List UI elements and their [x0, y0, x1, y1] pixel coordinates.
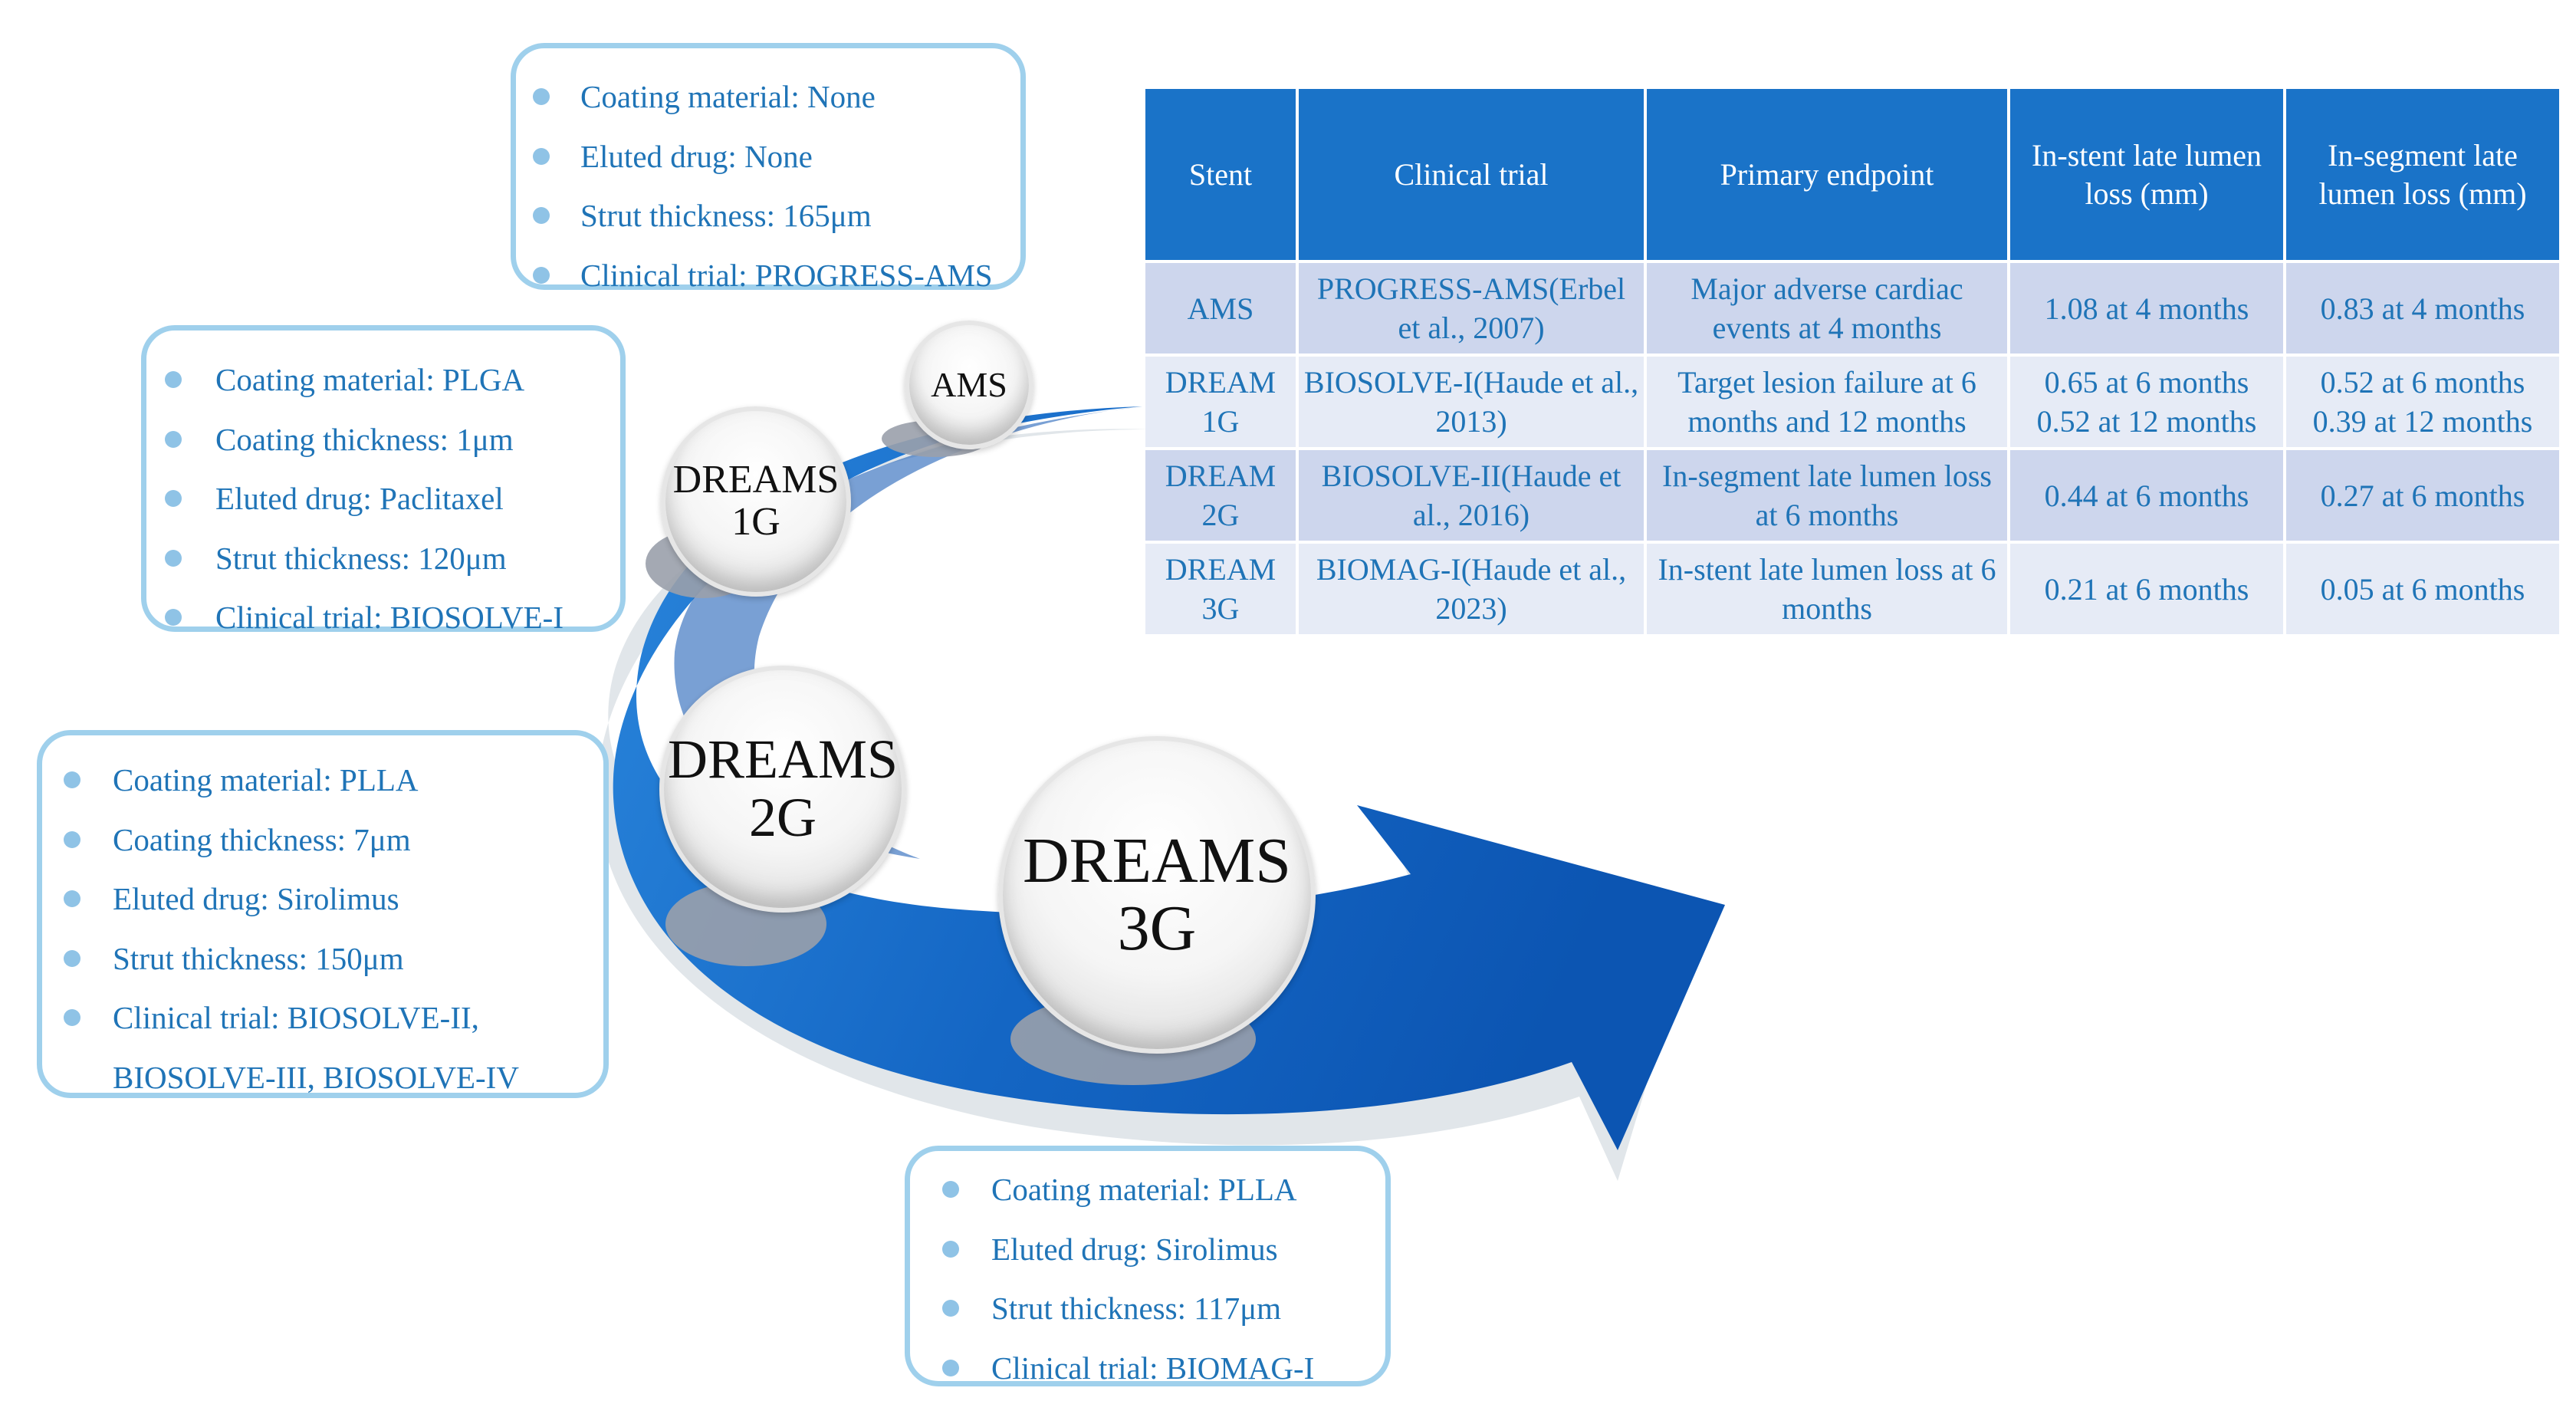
dreams2g-circle: DREAMS 2G [659, 666, 906, 913]
table-header-row: Stent Clinical trial Primary endpoint In… [1145, 89, 2559, 260]
ams-info-box: Coating material: None Eluted drug: None… [511, 43, 1026, 293]
header-primary-endpoint: Primary endpoint [1647, 89, 2007, 260]
dreams3g-circle: DREAMS 3G [998, 736, 1316, 1054]
table-row: AMS PROGRESS-AMS(Erbel et al., 2007) Maj… [1145, 263, 2559, 354]
table-cell: BIOSOLVE-I(Haude et al., 2013) [1299, 357, 1644, 447]
table-cell: 0.21 at 6 months [2010, 544, 2283, 634]
dreams2g-info-item: Coating material: PLLA [42, 751, 603, 811]
ams-circle-label: AMS [931, 364, 1007, 404]
table-cell: PROGRESS-AMS(Erbel et al., 2007) [1299, 263, 1644, 354]
bullet-dot [533, 207, 550, 224]
table-cell: 0.05 at 6 months [2286, 544, 2559, 634]
comparison-table: Stent Clinical trial Primary endpoint In… [1142, 86, 2562, 637]
dreams1g-info-box: Coating material: PLGA Coating thickness… [141, 325, 626, 635]
table-row: DREAM 3G BIOMAG-I(Haude et al., 2023) In… [1145, 544, 2559, 634]
ams-circle: AMS [905, 321, 1033, 449]
dreams3g-circle-label-1: DREAMS [1022, 824, 1292, 896]
bullet-dot [165, 490, 182, 507]
dreams1g-info-item: Coating material: PLGA [146, 350, 620, 410]
table-cell: DREAM 2G [1145, 450, 1296, 541]
ams-info-item: Clinical trial: PROGRESS-AMS [516, 246, 1020, 306]
bullet-dot [533, 88, 550, 105]
table-cell: AMS [1145, 263, 1296, 354]
table-cell: BIOSOLVE-II(Haude et al., 2016) [1299, 450, 1644, 541]
ams-info-item: Strut thickness: 165μm [516, 186, 1020, 246]
bullet-dot [942, 1240, 959, 1258]
table-cell: In-stent late lumen loss at 6 months [1647, 544, 2007, 634]
table-cell: DREAM 3G [1145, 544, 1296, 634]
table-row: DREAM 2G BIOSOLVE-II(Haude et al., 2016)… [1145, 450, 2559, 541]
arrow-body [613, 406, 1725, 1150]
dreams1g-circle-label-2: 1G [731, 500, 780, 544]
dreams2g-info-box: Coating material: PLLA Coating thickness… [37, 730, 609, 1098]
dreams2g-info-item: Coating thickness: 7μm [42, 811, 603, 870]
ams-info-item: Coating material: None [516, 67, 1020, 127]
dreams3g-info-item: Eluted drug: Sirolimus [910, 1220, 1385, 1280]
dreams1g-info-item: Clinical trial: BIOSOLVE-I [146, 588, 620, 648]
bullet-dot [64, 949, 80, 967]
bullet-dot [165, 430, 182, 448]
header-clinical-trial: Clinical trial [1299, 89, 1644, 260]
dreams2g-info-item: Strut thickness: 150μm [42, 929, 603, 989]
header-in-stent-lll: In-stent late lumen loss (mm) [2010, 89, 2283, 260]
dreams1g-info-item: Eluted drug: Paclitaxel [146, 469, 620, 529]
bullet-dot [64, 1009, 80, 1026]
table-row: DREAM 1G BIOSOLVE-I(Haude et al., 2013) … [1145, 357, 2559, 447]
table-cell: 0.83 at 4 months [2286, 263, 2559, 354]
bullet-dot [165, 549, 182, 567]
dreams3g-info-box: Coating material: PLLA Eluted drug: Siro… [905, 1146, 1391, 1386]
dreams2g-circle-label-1: DREAMS [667, 728, 899, 791]
dreams2g-info-item: Clinical trial: BIOSOLVE-II, [42, 988, 603, 1048]
bullet-dot [165, 371, 182, 388]
bullet-dot [942, 1359, 959, 1376]
header-stent: Stent [1145, 89, 1296, 260]
table-cell: In-segment late lumen loss at 6 months [1647, 450, 2007, 541]
dreams2g-info-item: Eluted drug: Sirolimus [42, 870, 603, 929]
bullet-dot [64, 771, 80, 788]
dreams2g-circle-label-2: 2G [749, 787, 816, 848]
table-cell: 0.44 at 6 months [2010, 450, 2283, 541]
table-cell: 0.65 at 6 months 0.52 at 12 months [2010, 357, 2283, 447]
bullet-dot [942, 1181, 959, 1198]
header-in-segment-lll: In-segment late lumen loss (mm) [2286, 89, 2559, 260]
dreams3g-circle-label-2: 3G [1117, 893, 1197, 964]
bullet-dot [533, 266, 550, 284]
dreams1g-circle: DREAMS 1G [661, 406, 851, 597]
table-cell: Target lesion failure at 6 months and 12… [1647, 357, 2007, 447]
dreams2g-info-item-continued: BIOSOLVE-III, BIOSOLVE-IV [113, 1059, 519, 1095]
table-cell: 1.08 at 4 months [2010, 263, 2283, 354]
table-cell: 0.52 at 6 months 0.39 at 12 months [2286, 357, 2559, 447]
dreams1g-info-item: Strut thickness: 120μm [146, 529, 620, 589]
bullet-dot [165, 609, 182, 626]
table-cell: DREAM 1G [1145, 357, 1296, 447]
bullet-dot [533, 147, 550, 165]
bullet-dot [942, 1300, 959, 1317]
table-cell: Major adverse cardiac events at 4 months [1647, 263, 2007, 354]
ams-info-item: Eluted drug: None [516, 127, 1020, 187]
table-cell: BIOMAG-I(Haude et al., 2023) [1299, 544, 1644, 634]
dreams3g-info-item: Clinical trial: BIOMAG-I [910, 1339, 1385, 1399]
bullet-dot [64, 830, 80, 848]
bullet-dot [64, 890, 80, 907]
dreams3g-info-item: Coating material: PLLA [910, 1160, 1385, 1220]
dreams1g-circle-label-1: DREAMS [672, 458, 840, 502]
dreams1g-info-item: Coating thickness: 1μm [146, 410, 620, 470]
table-cell: 0.27 at 6 months [2286, 450, 2559, 541]
dreams3g-info-item: Strut thickness: 117μm [910, 1279, 1385, 1339]
